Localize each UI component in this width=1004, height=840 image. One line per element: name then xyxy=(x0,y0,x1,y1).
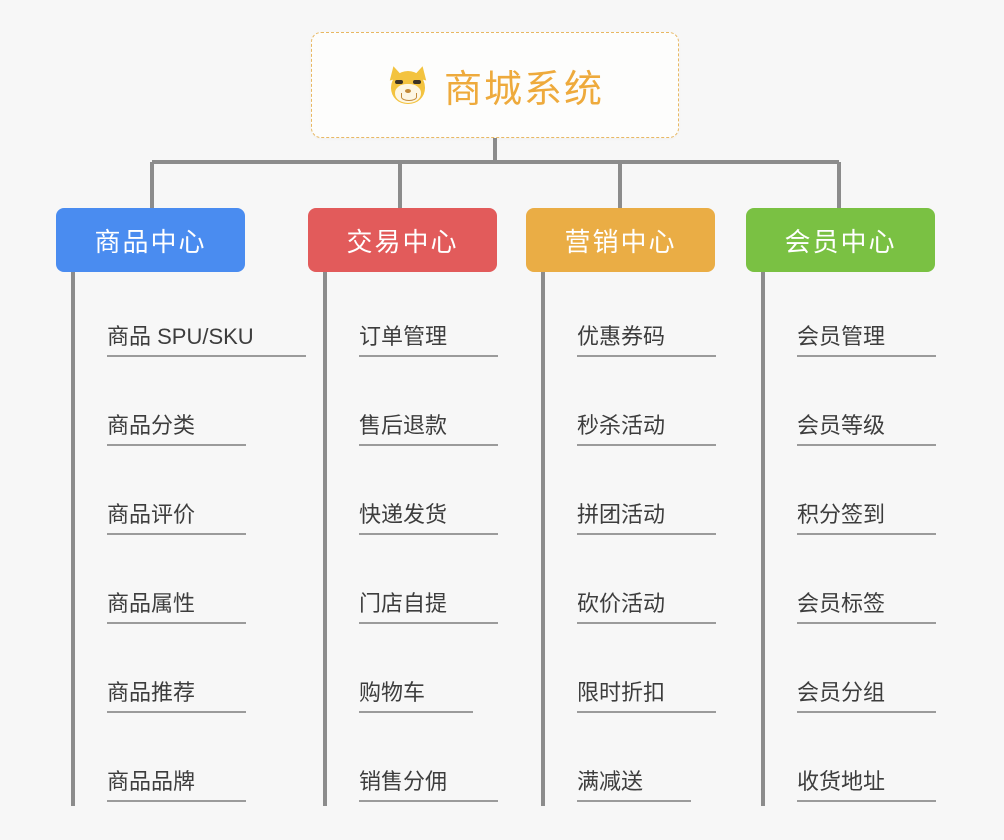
leaf-item[interactable]: 会员等级 xyxy=(763,361,936,450)
leaf-item[interactable]: 会员管理 xyxy=(763,272,936,361)
branch-items-member-center: 会员管理会员等级积分签到会员标签会员分组收货地址 xyxy=(763,272,936,806)
leaf-item-label: 商品分类 xyxy=(107,413,246,446)
branch-header-member-center[interactable]: 会员中心 xyxy=(746,208,935,272)
branch-items-trade-center: 订单管理售后退款快递发货门店自提购物车销售分佣 xyxy=(325,272,498,806)
leaf-item[interactable]: 商品属性 xyxy=(73,539,306,628)
leaf-item[interactable]: 商品 SPU/SKU xyxy=(73,272,306,361)
leaf-item-label: 优惠券码 xyxy=(577,324,716,357)
leaf-item-label: 秒杀活动 xyxy=(577,413,716,446)
leaf-item-label: 订单管理 xyxy=(359,324,498,357)
leaf-item-label: 商品推荐 xyxy=(107,680,246,713)
branch-items-marketing-center: 优惠券码秒杀活动拼团活动砍价活动限时折扣满减送 xyxy=(543,272,716,806)
leaf-item[interactable]: 优惠券码 xyxy=(543,272,716,361)
branch-header-marketing-center[interactable]: 营销中心 xyxy=(526,208,715,272)
root-title: 商城系统 xyxy=(443,68,604,111)
leaf-item[interactable]: 会员分组 xyxy=(763,628,936,717)
leaf-item-label: 会员标签 xyxy=(797,591,936,624)
leaf-item[interactable]: 积分签到 xyxy=(763,450,936,539)
leaf-item[interactable]: 购物车 xyxy=(325,628,498,717)
leaf-item[interactable]: 商品品牌 xyxy=(73,717,306,806)
leaf-item[interactable]: 订单管理 xyxy=(325,272,498,361)
leaf-item-label: 会员等级 xyxy=(797,413,936,446)
leaf-item[interactable]: 快递发货 xyxy=(325,450,498,539)
leaf-item-label: 商品品牌 xyxy=(107,769,246,802)
leaf-item[interactable]: 商品评价 xyxy=(73,450,306,539)
leaf-item-label: 会员分组 xyxy=(797,680,936,713)
branch-header-product-center[interactable]: 商品中心 xyxy=(56,208,245,272)
leaf-item-label: 商品属性 xyxy=(107,591,246,624)
leaf-item[interactable]: 收货地址 xyxy=(763,717,936,806)
leaf-item[interactable]: 满减送 xyxy=(543,717,716,806)
leaf-item-label: 购物车 xyxy=(359,680,473,713)
branch-header-trade-center[interactable]: 交易中心 xyxy=(308,208,497,272)
leaf-item[interactable]: 销售分佣 xyxy=(325,717,498,806)
leaf-item-label: 销售分佣 xyxy=(359,769,498,802)
root-node[interactable]: 商城系统 xyxy=(311,32,679,138)
leaf-item[interactable]: 秒杀活动 xyxy=(543,361,716,450)
leaf-item-label: 砍价活动 xyxy=(577,591,716,624)
leaf-item[interactable]: 售后退款 xyxy=(325,361,498,450)
leaf-item-label: 拼团活动 xyxy=(577,502,716,535)
leaf-item[interactable]: 砍价活动 xyxy=(543,539,716,628)
shiba-dog-icon xyxy=(386,63,430,107)
leaf-item-label: 积分签到 xyxy=(797,502,936,535)
leaf-item-label: 限时折扣 xyxy=(577,680,716,713)
branch-items-product-center: 商品 SPU/SKU 商品分类商品评价商品属性商品推荐商品品牌 xyxy=(73,272,306,806)
leaf-item[interactable]: 拼团活动 xyxy=(543,450,716,539)
leaf-item[interactable]: 会员标签 xyxy=(763,539,936,628)
leaf-item-label: 商品 SPU/SKU xyxy=(107,324,306,357)
leaf-item[interactable]: 门店自提 xyxy=(325,539,498,628)
leaf-item-label: 满减送 xyxy=(577,769,691,802)
leaf-item-label: 售后退款 xyxy=(359,413,498,446)
leaf-item-label: 会员管理 xyxy=(797,324,936,357)
leaf-item[interactable]: 商品分类 xyxy=(73,361,306,450)
leaf-item[interactable]: 限时折扣 xyxy=(543,628,716,717)
leaf-item-label: 快递发货 xyxy=(359,502,498,535)
leaf-item-label: 商品评价 xyxy=(107,502,246,535)
leaf-item-label: 收货地址 xyxy=(797,769,936,802)
leaf-item-label: 门店自提 xyxy=(359,591,498,624)
leaf-item[interactable]: 商品推荐 xyxy=(73,628,306,717)
